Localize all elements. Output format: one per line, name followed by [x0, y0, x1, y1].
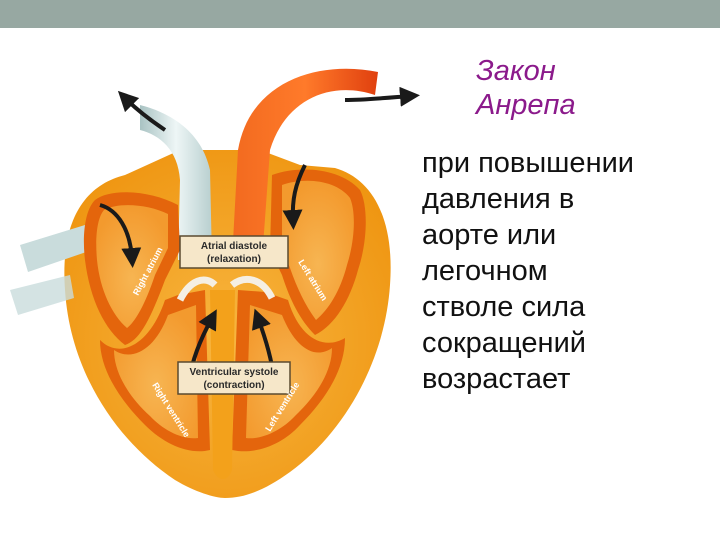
ventricular-systole-line1: Ventricular systole: [190, 367, 279, 378]
top-bar: [0, 0, 720, 28]
aorta: [232, 68, 378, 260]
valve-right: [176, 276, 218, 302]
heart-diagram: Atrial diastole (relaxation) Ventricular…: [10, 68, 420, 498]
ventricular-systole-box: Ventricular systole (contraction): [177, 361, 291, 395]
slide-title: Закон Анрепа: [476, 55, 576, 121]
ventricular-systole-line2: (contraction): [203, 380, 264, 391]
pulmonary-trunk: [140, 105, 212, 260]
valve-left: [229, 275, 276, 300]
arrow-icon: [117, 90, 167, 132]
arrow-icon: [99, 203, 142, 268]
slide-body-text: при повышении давления в аорте или легоч…: [422, 147, 634, 395]
vena-cava-left: [20, 225, 92, 272]
vena-cava-left-lower: [10, 275, 74, 315]
arrow-icon: [282, 164, 307, 230]
arrow-icon: [344, 86, 420, 107]
atrial-diastole-box: Atrial diastole (relaxation): [179, 235, 289, 269]
atrial-diastole-line1: Atrial diastole: [201, 241, 268, 252]
atrial-diastole-line2: (relaxation): [207, 254, 261, 265]
right-ventricle-chamber: [114, 305, 198, 439]
